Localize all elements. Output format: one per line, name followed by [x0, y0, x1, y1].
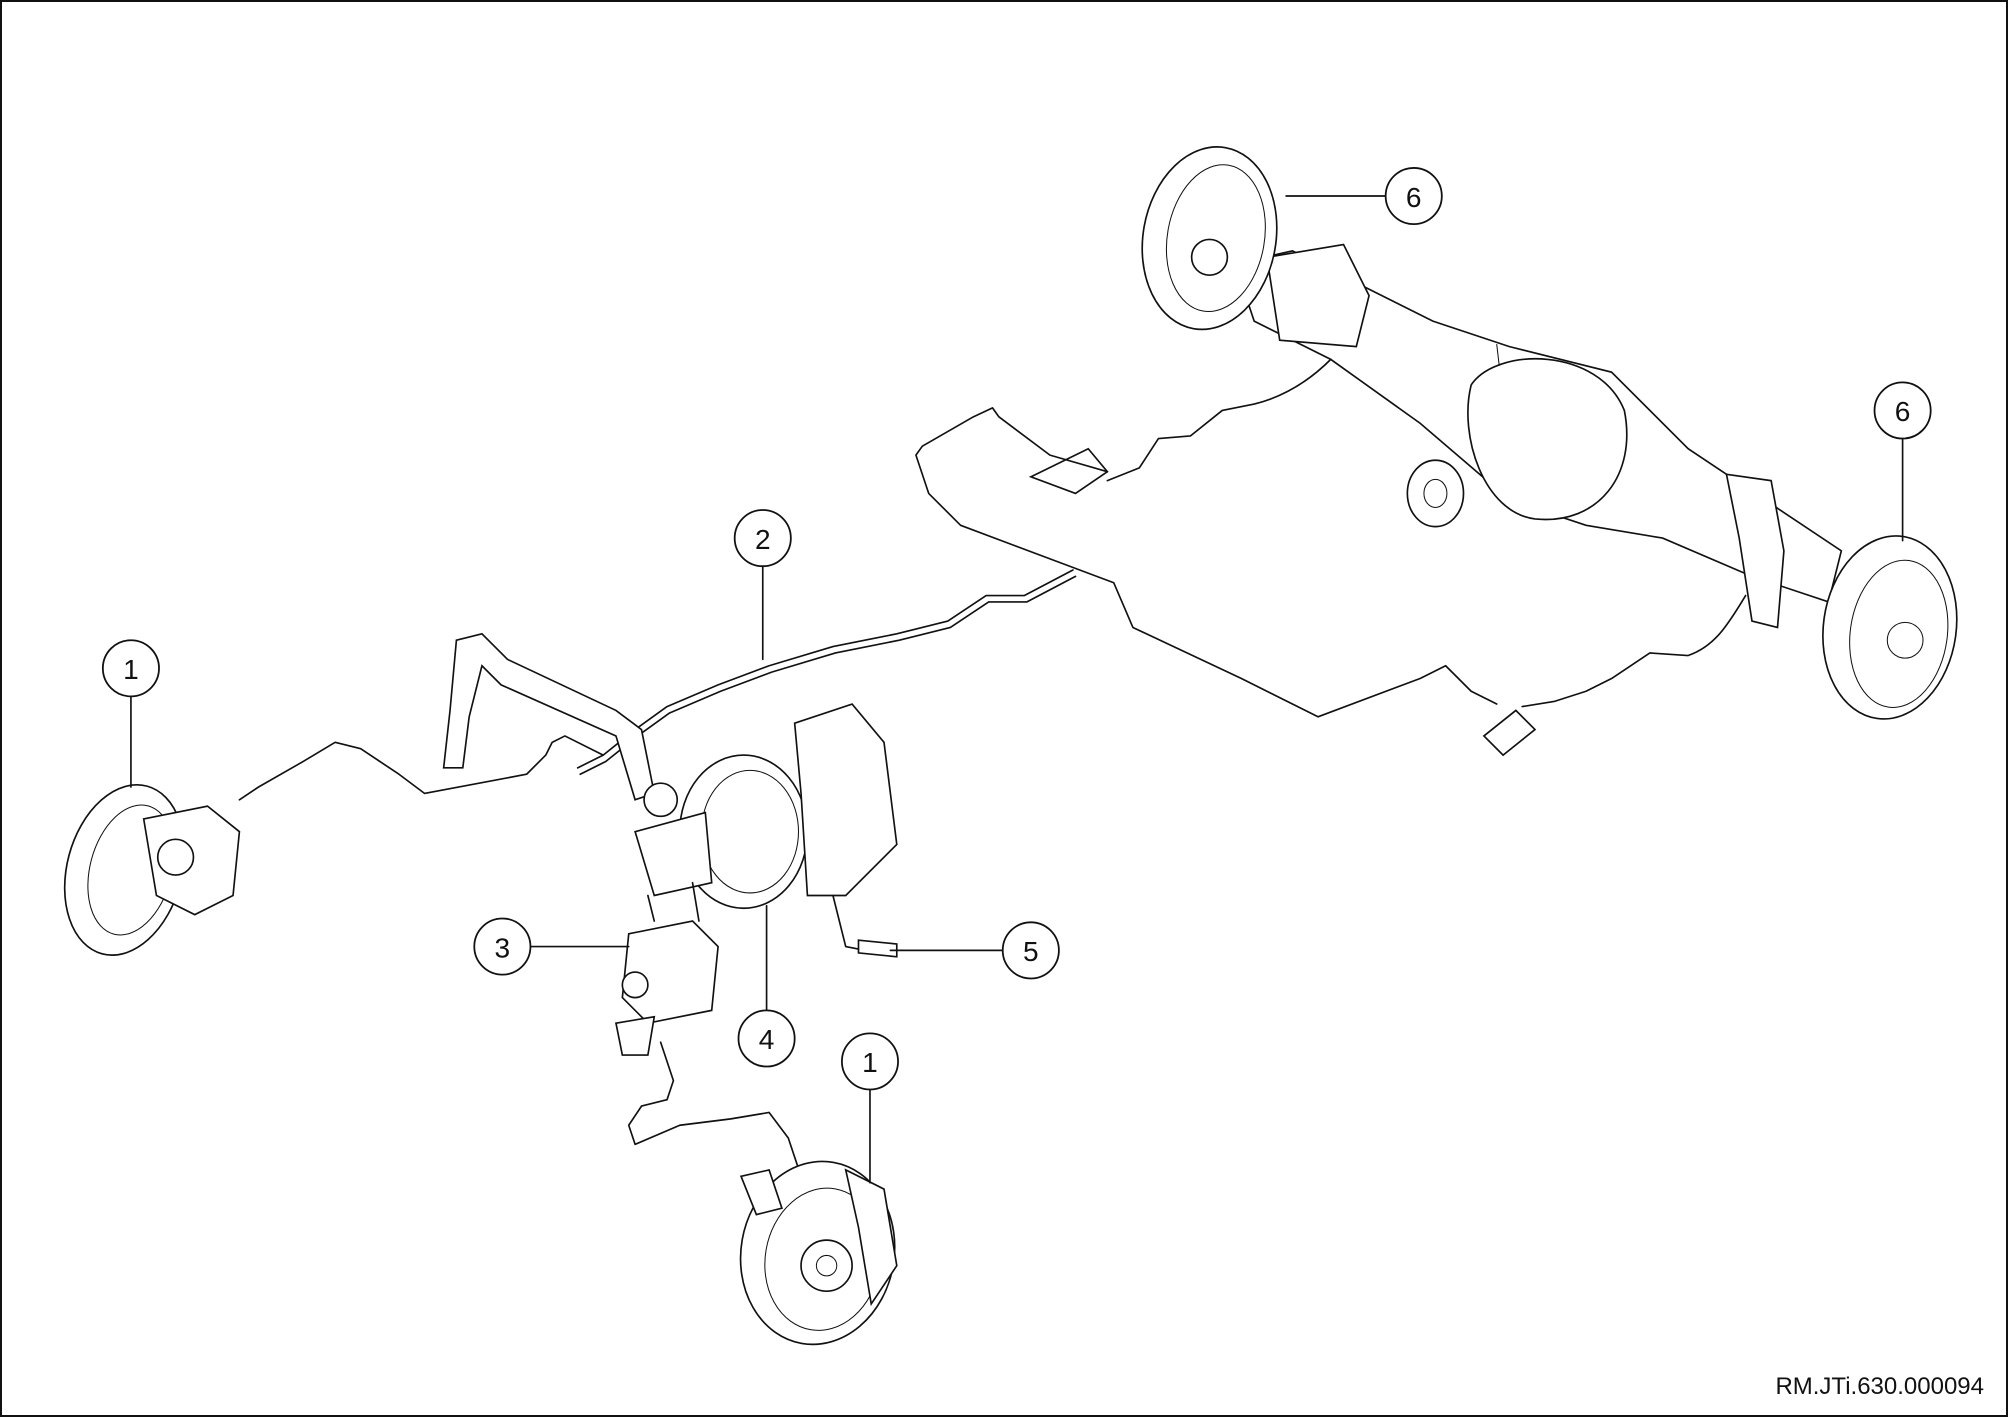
callout-4-booster: 4	[737, 904, 796, 1068]
brake-lines	[238, 407, 1498, 801]
svg-text:2: 2	[755, 524, 771, 555]
rear-left-drum	[1141, 146, 1278, 331]
rear-axle	[1233, 243, 1843, 629]
abs-unit	[614, 881, 822, 1190]
callout-3-abs-unit: 3	[473, 917, 630, 976]
callout-1-front-right: 1	[841, 1032, 899, 1184]
rear-right-drum	[1822, 535, 1958, 720]
svg-text:3: 3	[495, 932, 511, 963]
svg-text:4: 4	[759, 1024, 775, 1055]
svg-text:5: 5	[1023, 936, 1039, 967]
svg-text:6: 6	[1406, 182, 1422, 213]
callout-1-front-left: 1	[101, 639, 160, 788]
svg-text:1: 1	[123, 654, 139, 685]
svg-text:6: 6	[1895, 396, 1911, 427]
brake-booster	[634, 703, 898, 958]
callout-6-rear-left: 6	[1285, 167, 1443, 225]
callout-5-pedal: 5	[889, 921, 1060, 980]
callout-2-brake-lines: 2	[733, 509, 792, 661]
reference-code: RM.JTi.630.000094	[1775, 1373, 1984, 1400]
front-left-brake	[63, 783, 241, 956]
front-right-brake	[739, 1160, 898, 1346]
callout-6-rear-right: 6	[1873, 381, 1932, 542]
svg-text:1: 1	[862, 1047, 878, 1078]
